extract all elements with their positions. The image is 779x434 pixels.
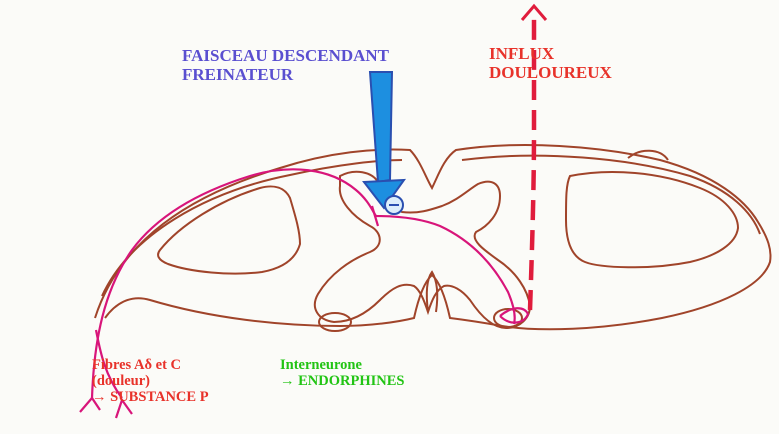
descending-tract-label-line1: FAISCEAU DESCENDANT	[182, 46, 389, 65]
descending-arrow-shaft	[370, 72, 392, 182]
fibres-label-line1: Fibres Aδ et C	[92, 357, 209, 373]
interneurone-label: Interneurone → ENDORPHINES	[280, 357, 404, 389]
fibres-label-line2: (douleur)	[92, 373, 209, 389]
pain-influx-label-line2: DOULOUREUX	[489, 63, 612, 82]
pain-influx-label-line1: INFLUX	[489, 44, 612, 63]
gray-matter	[315, 172, 530, 328]
fibres-label-line3: → SUBSTANCE P	[92, 389, 209, 405]
pain-influx-label: INFLUX DOULOUREUX	[489, 44, 612, 82]
descending-tract-label: FAISCEAU DESCENDANT FREINATEUR	[182, 46, 389, 84]
descending-tract-label-line2: FREINATEUR	[182, 65, 389, 84]
interneurone-label-line1: Interneurone	[280, 357, 404, 373]
fibres-label: Fibres Aδ et C (douleur) → SUBSTANCE P	[92, 357, 209, 406]
interneurone-label-line2: → ENDORPHINES	[280, 373, 404, 389]
ascending-pathway-arrowhead	[522, 6, 546, 20]
central-canal	[427, 272, 437, 312]
left-lobe	[158, 186, 300, 273]
interneuron-circle-icon	[385, 196, 403, 214]
outer-layer-left	[102, 160, 402, 296]
